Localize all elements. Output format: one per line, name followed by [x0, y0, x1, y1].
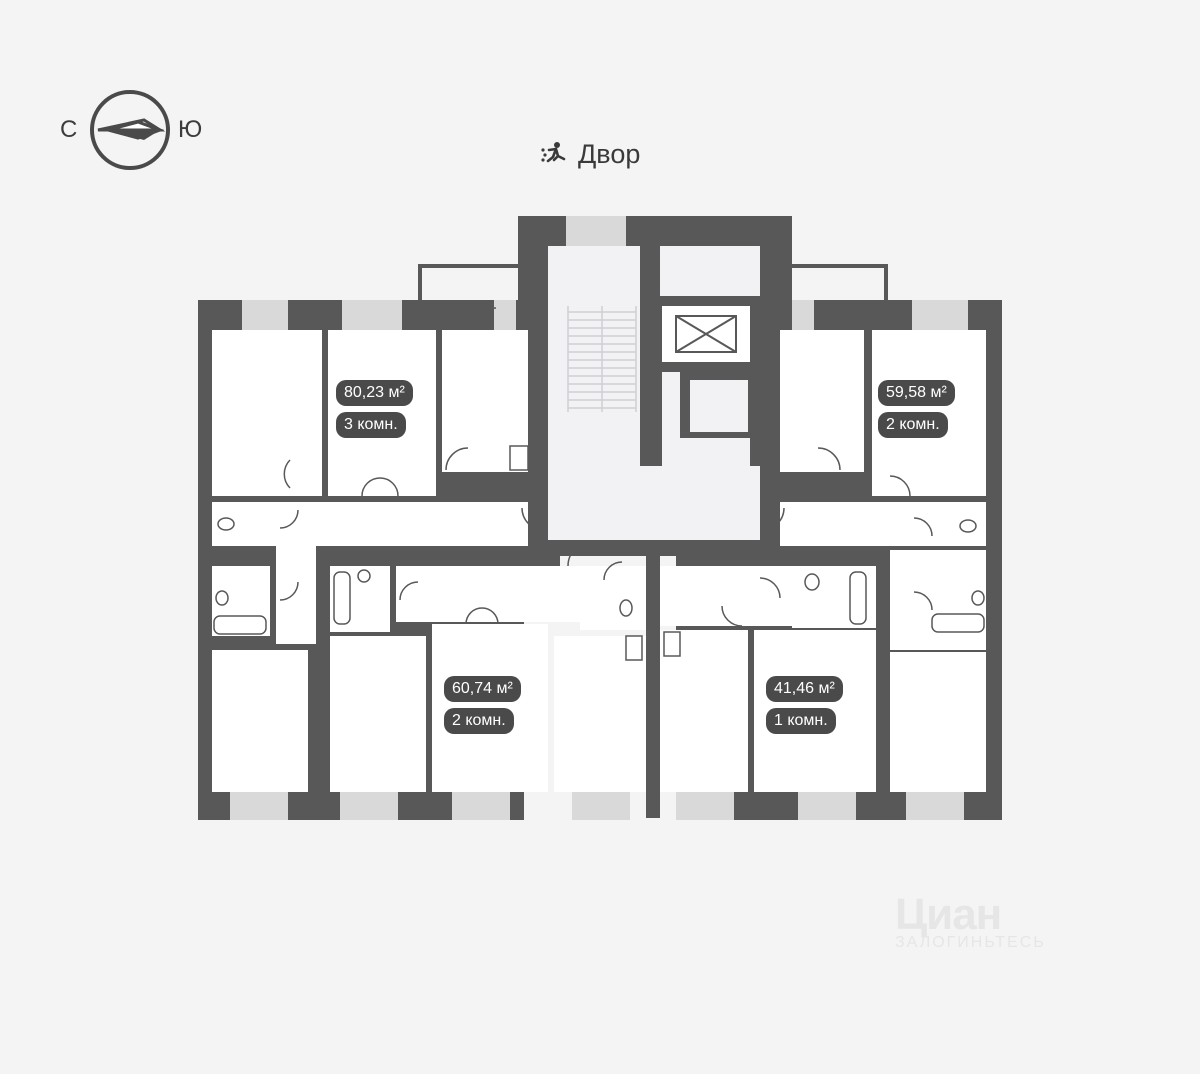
stair-core [548, 246, 760, 540]
courtyard-label: Двор [540, 138, 640, 170]
watermark-caption: ЗАЛОГИНЬТЕСЬ [895, 934, 1046, 951]
apartment-area: 41,46 м² [766, 676, 843, 702]
courtyard-text: Двор [578, 138, 641, 169]
apartment-rooms: 1 комн. [766, 708, 836, 734]
apartment-rooms: 2 комн. [878, 412, 948, 438]
apartment-area: 80,23 м² [336, 380, 413, 406]
toilets [215, 517, 985, 617]
partitions [316, 546, 890, 818]
apartment-area: 60,74 м² [444, 676, 521, 702]
watermark-logo: Циан [895, 890, 1002, 939]
stair-steps [567, 306, 637, 412]
playground-icon [541, 142, 566, 163]
door-swings [279, 307, 933, 627]
elevator-shaft [662, 306, 750, 466]
bathtubs [213, 571, 985, 635]
compass-north-letter: С [60, 116, 78, 143]
stoves [509, 445, 681, 661]
compass-icon [90, 90, 170, 170]
apartment-rooms: 3 комн. [336, 412, 406, 438]
watermark: Циан ЗАЛОГИНЬТЕСЬ [895, 890, 1046, 952]
compass-south-letter: Ю [178, 116, 203, 143]
compass: С Ю [58, 88, 208, 172]
apartment-rooms: 2 комн. [444, 708, 514, 734]
apartment-area: 59,58 м² [878, 380, 955, 406]
windows [230, 216, 968, 820]
